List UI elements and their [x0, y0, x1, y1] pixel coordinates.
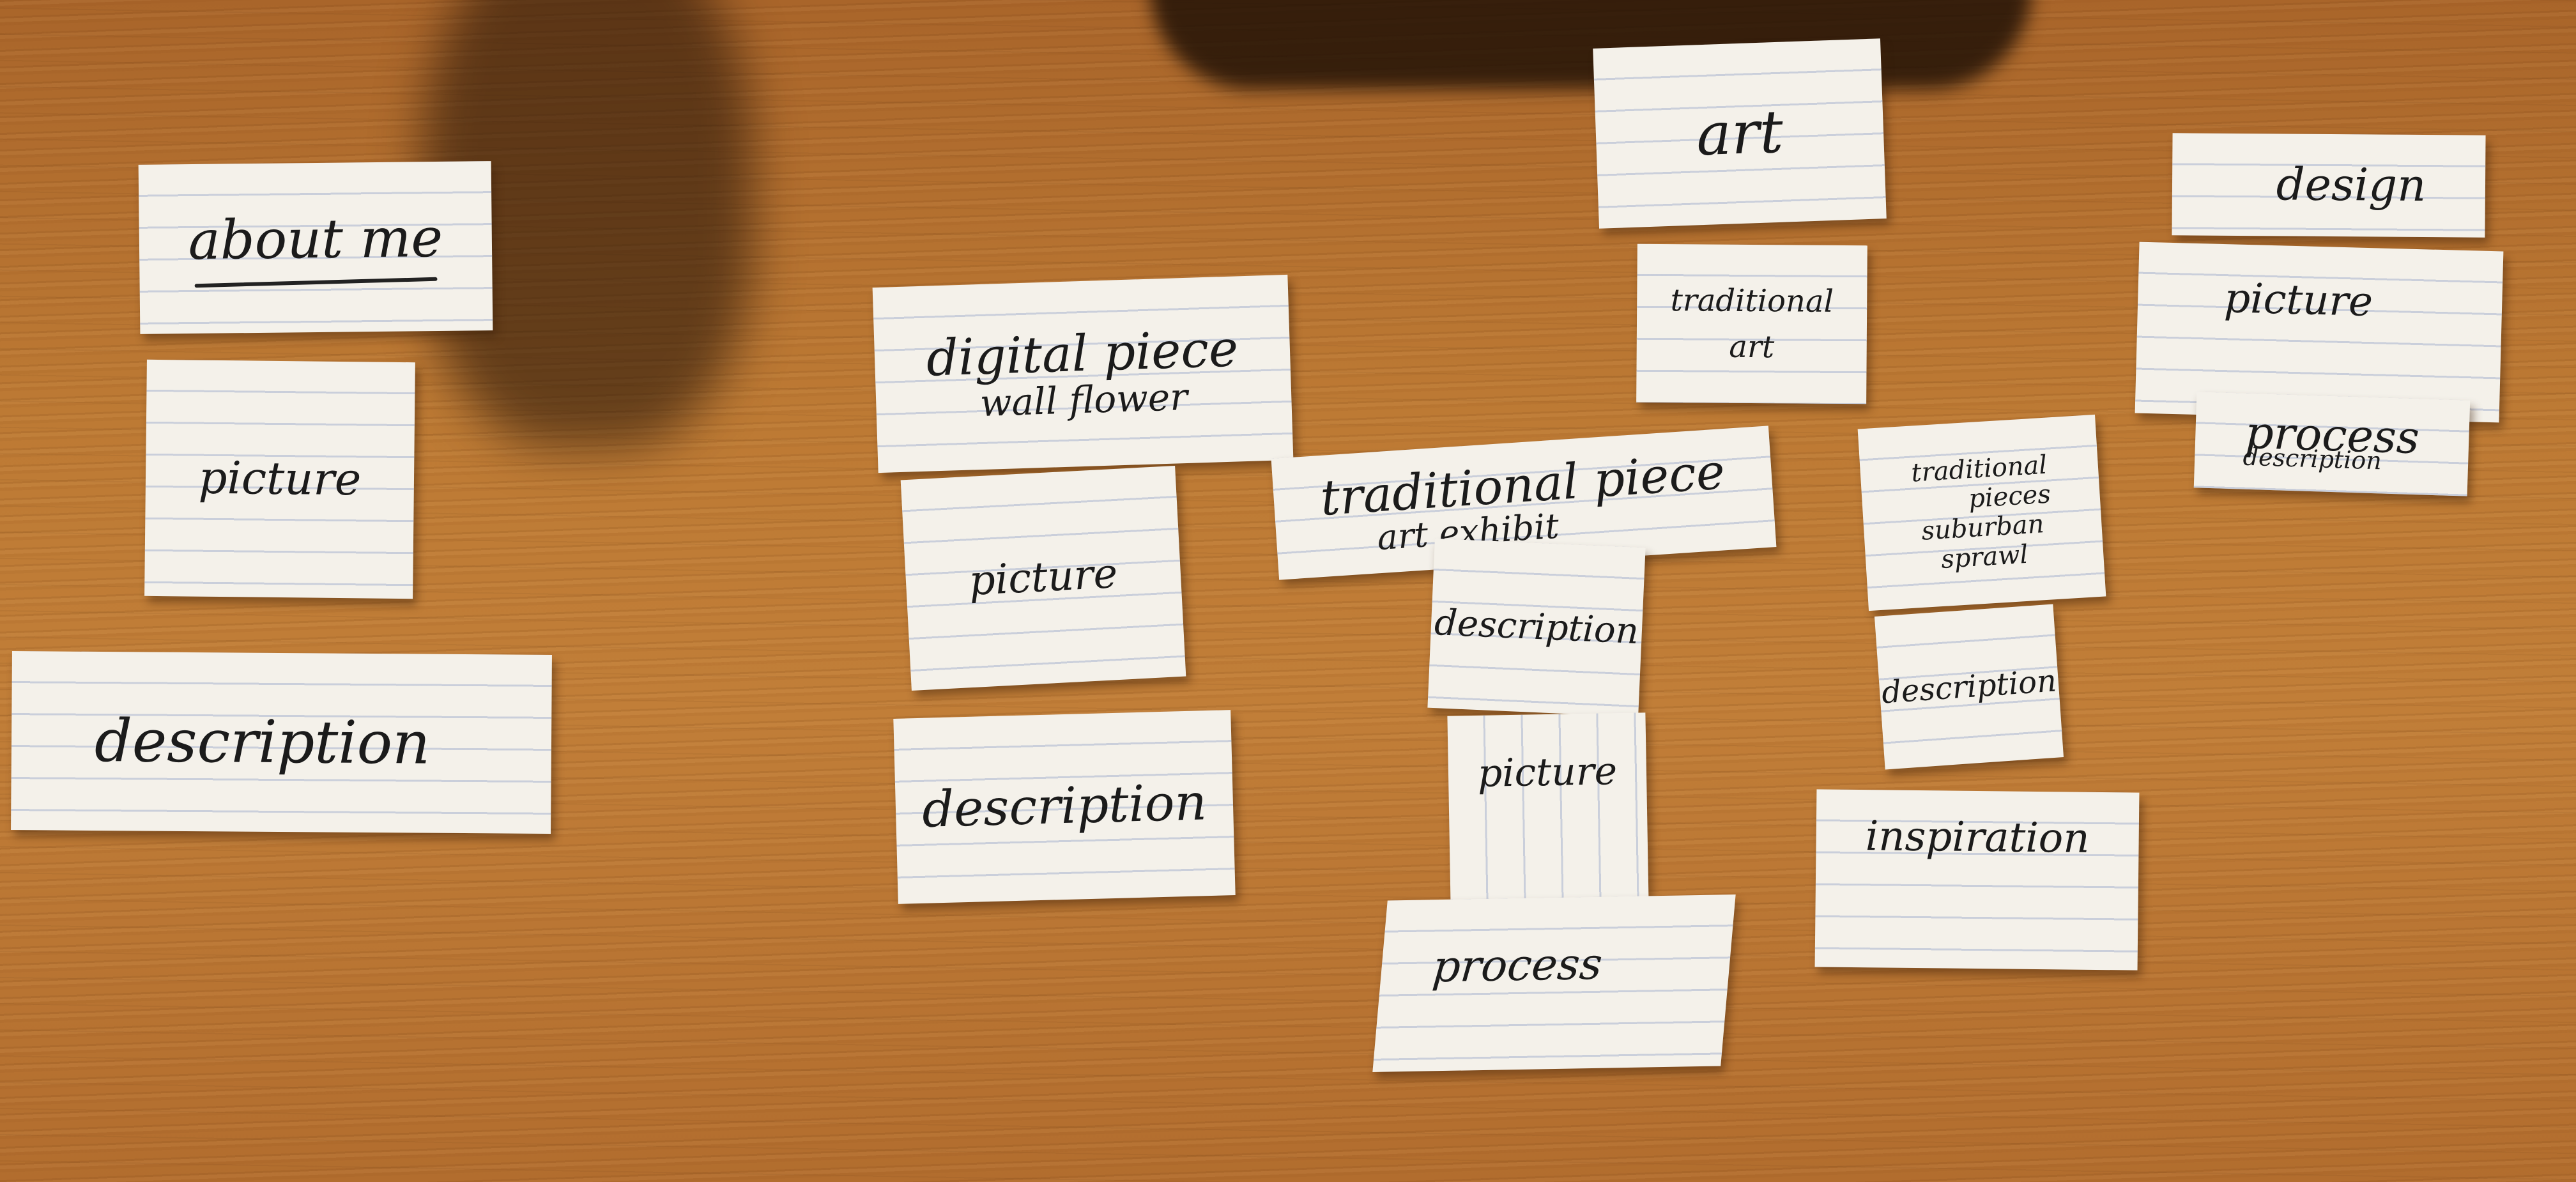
traditional-art-card[interactable]: traditional art	[1636, 243, 1867, 404]
digital-picture-label: picture	[967, 550, 1119, 606]
inspiration-label: inspiration	[1865, 813, 2090, 863]
traditional-process-card[interactable]: process	[1372, 894, 1736, 1072]
about-description-label: description	[94, 706, 431, 778]
digital-piece-card[interactable]: digital piece wall flower	[872, 274, 1294, 473]
about-me-label: about me	[188, 206, 443, 272]
hand-shadow	[1150, 0, 2032, 89]
traditional-picture-card[interactable]: picture	[1447, 712, 1649, 908]
digital-picture-card[interactable]: picture	[900, 465, 1186, 691]
art-label: art	[1695, 97, 1784, 169]
design-picture-label: picture	[2223, 275, 2373, 326]
traditional-picture-label: picture	[1477, 749, 1618, 796]
design-process-subtitle: description	[2242, 442, 2382, 475]
design-card[interactable]: design	[2172, 133, 2486, 238]
art-card[interactable]: art	[1593, 38, 1887, 229]
inspiration-card[interactable]: inspiration	[1814, 789, 2140, 971]
digital-description-label: description	[921, 774, 1208, 839]
about-description-card[interactable]: description	[11, 651, 552, 834]
digital-description-card[interactable]: description	[893, 710, 1236, 904]
traditional-pieces-line4: sprawl	[1940, 539, 2029, 574]
traditional-process-label: process	[1430, 939, 1605, 993]
suburban-description-card[interactable]: description	[1874, 604, 2064, 770]
traditional-art-line1: traditional	[1670, 282, 1834, 319]
suburban-description-label: description	[1880, 663, 2058, 711]
digital-piece-title: digital piece	[925, 319, 1239, 388]
digital-piece-subtitle: wall flower	[979, 374, 1188, 425]
design-process-card[interactable]: process description	[2193, 392, 2471, 496]
about-me-card[interactable]: about me	[138, 161, 493, 334]
traditional-description-label: description	[1433, 602, 1640, 653]
about-picture-card[interactable]: picture	[144, 359, 415, 599]
design-label: design	[2276, 158, 2426, 212]
traditional-pieces-line2: pieces	[1967, 479, 2052, 514]
traditional-description-card[interactable]: description	[1427, 538, 1646, 718]
traditional-pieces-card[interactable]: traditional pieces suburban sprawl	[1857, 414, 2106, 611]
traditional-art-line2: art	[1729, 328, 1775, 365]
about-picture-label: picture	[198, 451, 362, 506]
about-me-underline	[194, 277, 438, 288]
